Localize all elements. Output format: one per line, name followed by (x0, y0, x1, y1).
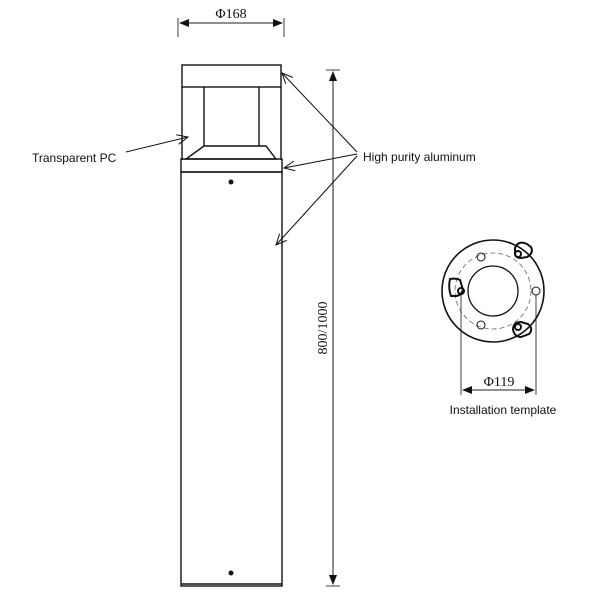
height-dimension: 800/1000 (316, 69, 340, 587)
reflector-base (183, 145, 278, 160)
bollard-body (180, 64, 283, 587)
installation-template (441, 239, 545, 395)
top-cap (181, 64, 282, 88)
height-text: 800/1000 (316, 302, 331, 355)
mounting-slot-1 (514, 241, 533, 260)
screw-top (228, 179, 234, 185)
top-diameter-dimension: Φ168 (177, 7, 285, 37)
screw-bottom (228, 570, 234, 576)
pole (180, 171, 283, 587)
label-high-purity-aluminum: High purity aluminum (363, 150, 476, 164)
callout-high-purity-aluminum: High purity aluminum (276, 73, 476, 245)
template-diameter-text: Φ119 (484, 375, 515, 390)
label-installation-template: Installation template (450, 403, 557, 417)
label-transparent-pc: Transparent PC (32, 151, 117, 165)
collar-band (180, 158, 283, 173)
top-diameter-text: Φ168 (215, 7, 246, 22)
callout-transparent-pc: Transparent PC (32, 137, 188, 165)
mounting-slot-3 (511, 320, 533, 339)
